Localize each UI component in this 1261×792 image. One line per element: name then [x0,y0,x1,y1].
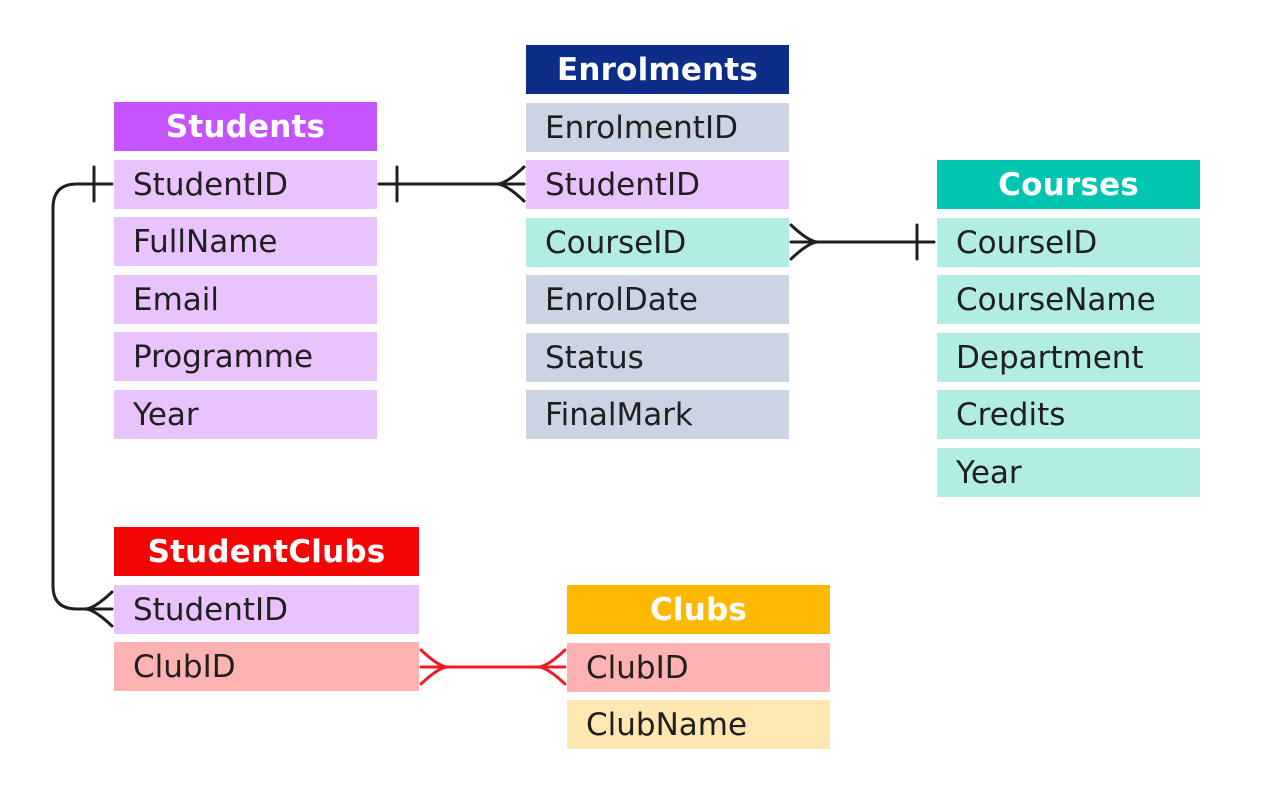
relationship-students-enrolments [377,165,526,203]
field-courseid: CourseID [526,218,789,267]
field-email: Email [114,275,377,324]
field-department: Department [937,333,1200,382]
field-clubname: ClubName [567,700,830,749]
field-finalmark: FinalMark [526,390,789,439]
field-clubid: ClubID [567,643,830,692]
crows-foot-marker [84,590,114,628]
field-enroldate: EnrolDate [526,275,789,324]
field-studentid: StudentID [526,160,789,209]
entity-header: Enrolments [526,45,789,94]
field-studentid: StudentID [114,160,377,209]
relationship-students-studentclubs [51,165,114,628]
field-year: Year [937,448,1200,497]
field-year: Year [114,390,377,439]
crows-foot-marker [496,165,526,203]
field-studentid: StudentID [114,585,419,634]
entity-header: Students [114,102,377,151]
entity-header: Courses [937,160,1200,209]
field-enrolmentid: EnrolmentID [526,103,789,152]
field-fullname: FullName [114,217,377,266]
relationship-enrolments-courses [789,223,936,261]
field-status: Status [526,333,789,382]
field-clubid: ClubID [114,642,419,691]
crows-foot-marker [789,223,819,261]
field-credits: Credits [937,390,1200,439]
field-programme: Programme [114,332,377,381]
entity-header: StudentClubs [114,527,419,576]
field-courseid: CourseID [937,218,1200,267]
crows-foot-marker [419,648,449,686]
crows-foot-marker [537,648,567,686]
connector-line [51,182,114,611]
entity-header: Clubs [567,585,830,634]
relationship-studentclubs-clubs [419,648,567,686]
field-coursename: CourseName [937,275,1200,324]
